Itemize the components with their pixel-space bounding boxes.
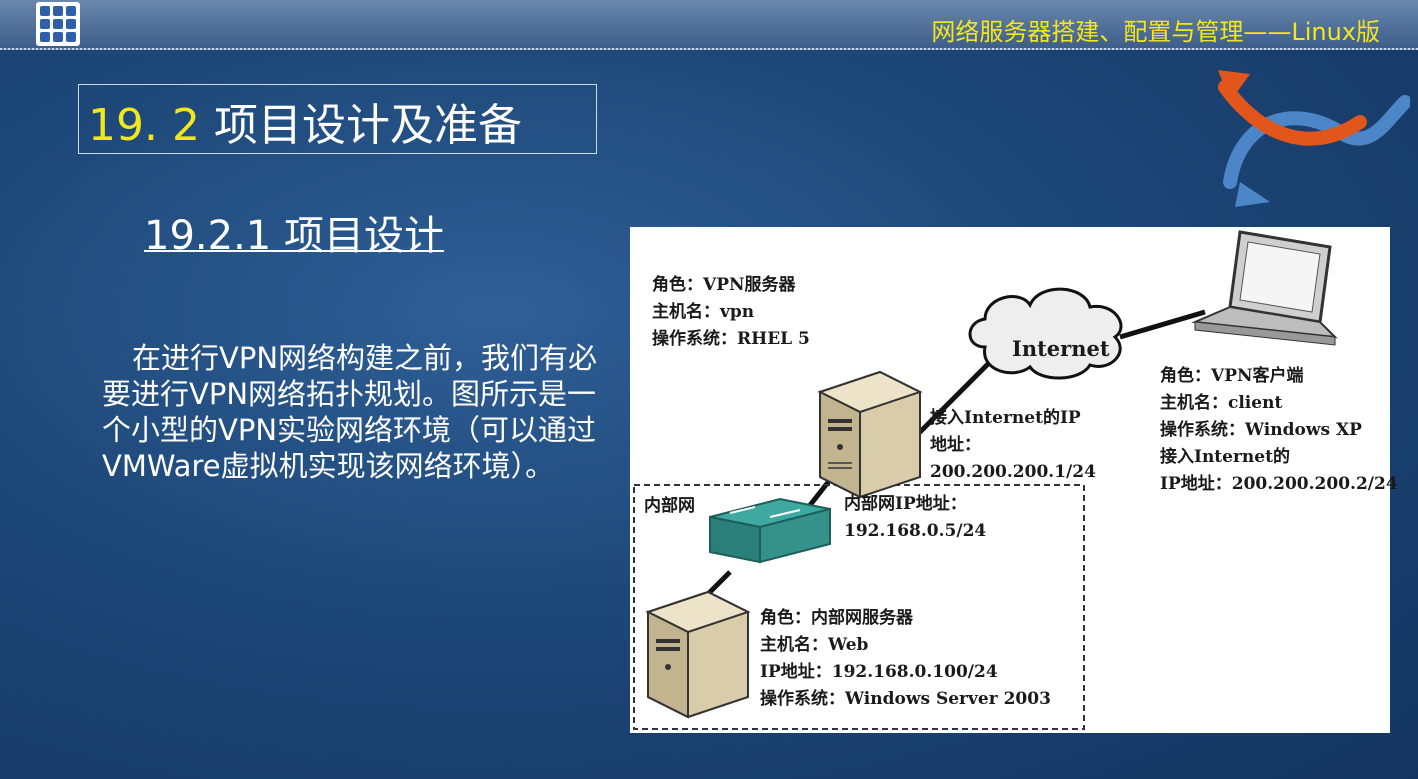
server-icon (817, 370, 923, 499)
web-server-info: 角色：内部网服务器 主机名：Web IP地址：192.168.0.100/24 … (760, 605, 1051, 713)
vpn-server-hostname: 主机名：vpn (652, 302, 755, 322)
lan-ip-info: 内部网IP地址： 192.168.0.5/24 (844, 491, 986, 545)
vpn-server-info: 角色：VPN服务器 主机名：vpn 操作系统：RHEL 5 (652, 272, 810, 353)
lan-ip-line1: 内部网IP地址： (844, 494, 967, 514)
network-switch-icon (709, 497, 831, 564)
swoosh-arrow-icon (1218, 70, 1410, 207)
vpn-server-role: 角色：VPN服务器 (652, 275, 796, 295)
client-role: 角色：VPN客户端 (1160, 366, 1304, 386)
web-server-hostname: 主机名：Web (760, 635, 869, 655)
internet-label: Internet (1012, 336, 1110, 361)
web-server-os: 操作系统：Windows Server 2003 (760, 689, 1051, 709)
laptop-icon (1191, 230, 1338, 346)
cloud-icon (968, 287, 1123, 380)
vpn-server-os: 操作系统：RHEL 5 (652, 329, 810, 349)
grid-menu-icon[interactable] (36, 2, 80, 46)
vpn-topology-diagram: 角色：VPN服务器 主机名：vpn 操作系统：RHEL 5 Internet 接… (630, 227, 1398, 733)
body-paragraph: 在进行VPN网络构建之前，我们有必要进行VPN网络拓扑规划。图所示是一个小型的V… (102, 341, 598, 483)
web-server-ip: IP地址：192.168.0.100/24 (760, 662, 998, 682)
internet-ip-line3: 200.200.200.1/24 (930, 462, 1096, 482)
section-number: 19. 2 (88, 100, 200, 151)
internet-ip-line1: 接入Internet的IP (930, 408, 1081, 428)
subsection-title: 19.2.1 项目设计 (144, 213, 444, 259)
web-server-role: 角色：内部网服务器 (760, 608, 913, 628)
client-info: 角色：VPN客户端 主机名：client 操作系统：Windows XP 接入I… (1160, 363, 1398, 498)
top-bar: 网络服务器搭建、配置与管理——Linux版 (0, 0, 1418, 50)
client-hostname: 主机名：client (1160, 393, 1283, 413)
lan-ip-line2: 192.168.0.5/24 (844, 521, 987, 541)
client-internet-line: 接入Internet的 (1160, 447, 1290, 467)
header-title: 网络服务器搭建、配置与管理——Linux版 (931, 18, 1380, 46)
client-ip: IP地址：200.200.200.2/24 (1160, 474, 1398, 494)
lan-label: 内部网 (644, 496, 695, 516)
section-title-text: 项目设计及准备 (213, 100, 522, 151)
internet-ip-info: 接入Internet的IP 地址： 200.200.200.1/24 (930, 405, 1096, 486)
internet-ip-line2: 地址： (930, 435, 981, 455)
section-title-box (78, 84, 597, 154)
server-icon (645, 590, 751, 719)
client-os: 操作系统：Windows XP (1160, 420, 1362, 440)
section-title: 19. 2 项目设计及准备 (88, 96, 522, 156)
